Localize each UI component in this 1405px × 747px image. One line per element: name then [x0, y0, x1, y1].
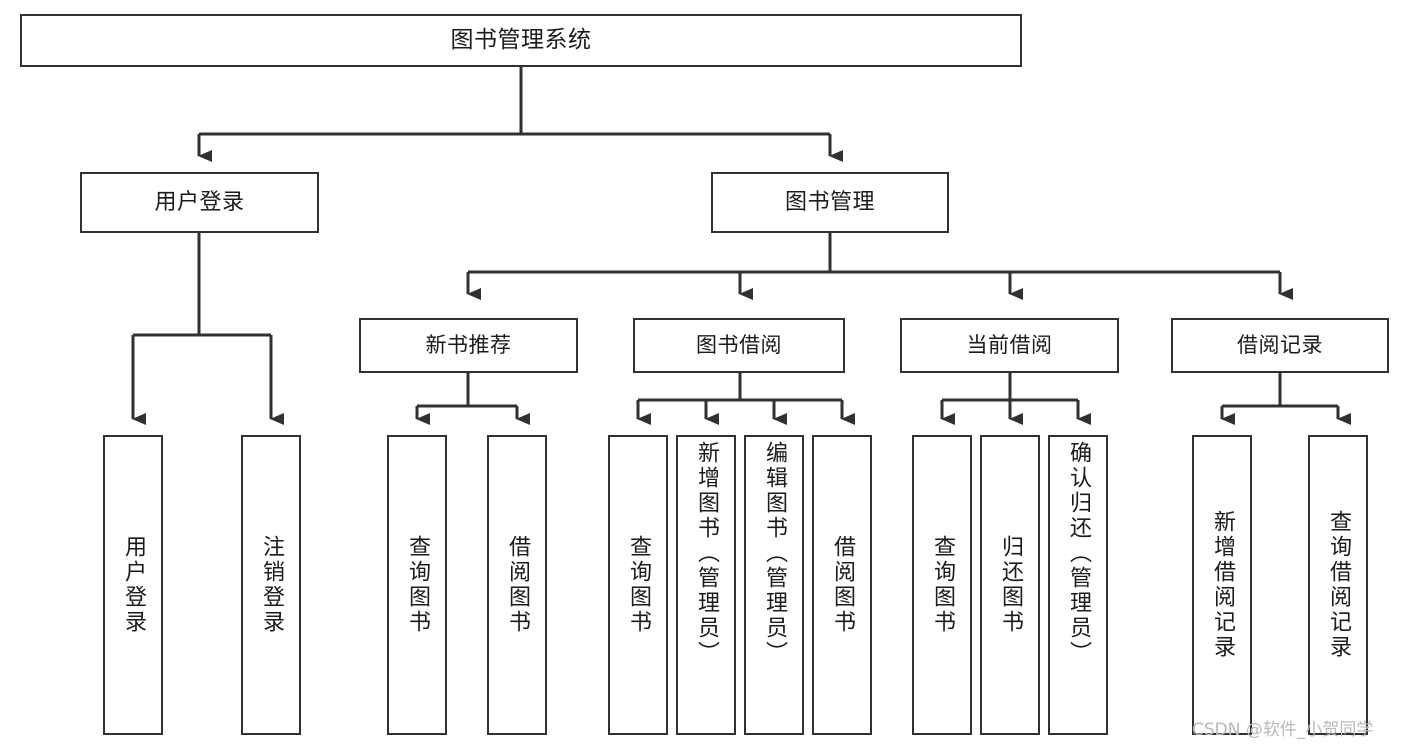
- node-label: 图书管理: [784, 189, 875, 215]
- node-label: 借阅记录: [1237, 333, 1323, 358]
- node-label: 借阅图书: [505, 535, 530, 635]
- node-label: 新增借阅记录: [1210, 510, 1235, 660]
- leaf-record-add-record[interactable]: 新增借阅记录: [1192, 435, 1252, 735]
- node-label: 注销登录: [259, 535, 284, 635]
- node-root-system[interactable]: 图书管理系统: [20, 14, 1022, 67]
- leaf-new-book-query[interactable]: 查询图书: [387, 435, 447, 735]
- node-label: 查询图书: [405, 535, 430, 635]
- node-label: 查询借阅记录: [1326, 510, 1351, 660]
- node-label: 编辑图书（管理员）: [762, 441, 787, 666]
- node-current-borrow[interactable]: 当前借阅: [900, 318, 1119, 373]
- leaf-new-book-borrow[interactable]: 借阅图书: [487, 435, 547, 735]
- node-label: 图书借阅: [696, 333, 782, 358]
- node-label: 查询图书: [626, 535, 651, 635]
- watermark-csdn: CSDN @软件_小贺同学: [1192, 720, 1374, 740]
- node-borrow-record[interactable]: 借阅记录: [1171, 318, 1389, 373]
- leaf-record-query-record[interactable]: 查询借阅记录: [1308, 435, 1368, 735]
- node-label: 归还图书: [998, 535, 1023, 635]
- node-book-management[interactable]: 图书管理: [711, 172, 949, 233]
- node-book-borrow[interactable]: 图书借阅: [633, 318, 845, 373]
- leaf-borrow-query-book[interactable]: 查询图书: [608, 435, 668, 735]
- leaf-user-login-login[interactable]: 用户登录: [103, 435, 163, 735]
- node-label: 新书推荐: [425, 333, 512, 358]
- node-label: 新增图书（管理员）: [694, 441, 719, 666]
- leaf-current-return-book[interactable]: 归还图书: [980, 435, 1040, 735]
- node-label: 确认归还（管理员）: [1066, 441, 1091, 666]
- node-label: 当前借阅: [966, 333, 1053, 358]
- node-label: 用户登录: [121, 535, 146, 635]
- node-label: 查询图书: [930, 535, 955, 635]
- leaf-borrow-add-book[interactable]: 新增图书（管理员）: [676, 435, 736, 735]
- node-label: 用户登录: [154, 189, 245, 215]
- node-new-book-recommend[interactable]: 新书推荐: [359, 318, 578, 373]
- node-user-login[interactable]: 用户登录: [80, 172, 319, 233]
- leaf-borrow-borrow-book[interactable]: 借阅图书: [812, 435, 872, 735]
- leaf-user-login-logout[interactable]: 注销登录: [241, 435, 301, 735]
- leaf-borrow-edit-book[interactable]: 编辑图书（管理员）: [744, 435, 804, 735]
- node-label: 图书管理系统: [450, 26, 592, 53]
- leaf-current-confirm-return[interactable]: 确认归还（管理员）: [1048, 435, 1108, 735]
- node-label: 借阅图书: [830, 535, 855, 635]
- leaf-current-query-book[interactable]: 查询图书: [912, 435, 972, 735]
